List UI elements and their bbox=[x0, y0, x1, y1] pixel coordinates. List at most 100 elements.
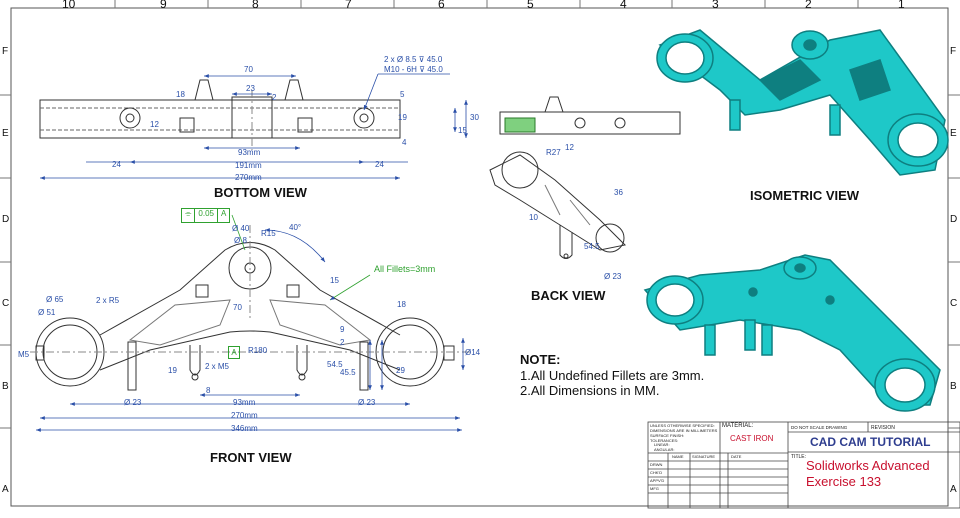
dim-dia40: Ø 40 bbox=[232, 224, 250, 233]
zone-number: 1 bbox=[898, 0, 905, 11]
tb-material-label: MATERIAL: bbox=[722, 423, 754, 429]
tb-tolerances: TOLERANCES: bbox=[650, 438, 679, 443]
sheet-frame bbox=[10, 7, 949, 507]
tb-do-not-scale: DO NOT SCALE DRAWING bbox=[791, 425, 848, 430]
datum-a-box: A bbox=[228, 346, 240, 359]
dim-54-5: 54.5 bbox=[327, 360, 343, 369]
dim-18: 18 bbox=[176, 90, 185, 99]
isometric-model-top bbox=[656, 29, 949, 176]
zone-letter: D bbox=[950, 214, 958, 225]
zone-letter: E bbox=[2, 128, 9, 139]
dim-19: 19 bbox=[398, 113, 407, 122]
dim-5: 5 bbox=[400, 90, 405, 99]
thread-callout: M10 - 6H ⊽ 45.0 bbox=[384, 65, 443, 74]
dim-24-right: 24 bbox=[375, 160, 384, 169]
dim-19: 19 bbox=[168, 366, 177, 375]
zone-number: 8 bbox=[252, 0, 259, 11]
front-view-dimensions bbox=[36, 214, 465, 432]
zone-number: 7 bbox=[345, 0, 352, 11]
dim-30: 30 bbox=[470, 113, 479, 122]
dim-r180: R180 bbox=[248, 346, 268, 355]
dim-70: 70 bbox=[244, 65, 253, 74]
bottom-view-label: BOTTOM VIEW bbox=[214, 185, 307, 200]
dim-8: 8 bbox=[206, 386, 211, 395]
dim-54-5: 54.5 bbox=[584, 242, 600, 251]
zone-number: 3 bbox=[712, 0, 719, 11]
dim-270: 270mm bbox=[231, 411, 258, 420]
note-title: NOTE: bbox=[520, 352, 561, 367]
dim-12: 12 bbox=[565, 143, 574, 152]
flatness-value: 0.05 bbox=[195, 209, 218, 222]
zone-letter: F bbox=[2, 46, 9, 57]
tb-dims-in: DIMENSIONS ARE IN MILLIMETERS bbox=[650, 428, 718, 433]
dim-12: 12 bbox=[150, 120, 159, 129]
zone-letter: F bbox=[950, 46, 957, 57]
dim-r15: R15 bbox=[261, 229, 276, 238]
dim-270: 270mm bbox=[235, 173, 262, 182]
zone-letter: A bbox=[2, 484, 9, 495]
zone-letter: B bbox=[2, 381, 9, 392]
tb-col-signature: SIGNATURE bbox=[692, 454, 716, 459]
tb-unless: UNLESS OTHERWISE SPECIFIED: bbox=[650, 423, 715, 428]
zone-number: 2 bbox=[805, 0, 812, 11]
dim-93: 93mm bbox=[233, 398, 256, 407]
brand-logo-text: CAD CAM TUTORIAL bbox=[810, 435, 931, 449]
dim-angle40: 40° bbox=[289, 223, 302, 232]
dim-2xm5: 2 x M5 bbox=[205, 362, 230, 371]
zone-number: 5 bbox=[527, 0, 534, 11]
zone-letter: E bbox=[950, 128, 957, 139]
dim-2xr5: 2 x R5 bbox=[96, 296, 120, 305]
zone-number: 9 bbox=[160, 0, 167, 11]
dim-70: 70 bbox=[233, 303, 242, 312]
dim-dia23: Ø 23 bbox=[604, 272, 622, 281]
section-view-drawing bbox=[499, 96, 681, 135]
tb-row-chkd: CHK'D bbox=[650, 470, 663, 475]
zone-letter: A bbox=[950, 484, 957, 495]
flatness-datum: A bbox=[220, 209, 227, 218]
title-block-frame bbox=[647, 421, 960, 509]
note-line-2: 2.All Dimensions in MM. bbox=[520, 383, 660, 398]
zone-letter: C bbox=[950, 298, 958, 309]
zone-number: 4 bbox=[620, 0, 627, 11]
flatness-tolerance-frame: ⌯ 0.05 A bbox=[181, 208, 231, 223]
dim-18: 18 bbox=[397, 300, 406, 309]
note-line-1: 1.All Undefined Fillets are 3mm. bbox=[520, 368, 705, 383]
tb-angular: ANGULAR: bbox=[654, 447, 675, 452]
tb-title-line-1: Solidworks Advanced bbox=[806, 458, 930, 473]
dim-36: 36 bbox=[614, 188, 623, 197]
back-view-drawing bbox=[489, 151, 627, 259]
bottom-view-drawing bbox=[39, 79, 401, 150]
isometric-view-label: ISOMETRIC VIEW bbox=[750, 188, 860, 203]
tb-row-mfg: MFG bbox=[650, 486, 659, 491]
tb-material-value: CAST IRON bbox=[730, 434, 774, 443]
dim-dia23-right: Ø 23 bbox=[358, 398, 376, 407]
tb-col-name: NAME bbox=[672, 454, 684, 459]
zone-letter: D bbox=[2, 214, 10, 225]
dim-15: 15 bbox=[458, 126, 467, 135]
fillets-callout: All Fillets=3mm bbox=[374, 264, 436, 274]
dim-29: 29 bbox=[396, 366, 405, 375]
dim-23: 23 bbox=[246, 84, 255, 93]
dim-2: 2 bbox=[340, 338, 345, 347]
zone-number: 10 bbox=[62, 0, 76, 11]
dim-dia23-left: Ø 23 bbox=[124, 398, 142, 407]
dim-dia8: Ø 8 bbox=[234, 236, 247, 245]
tb-surface: SURFACE FINISH: bbox=[650, 433, 685, 438]
flatness-symbol: ⌯ bbox=[182, 209, 196, 222]
tb-revision: REVISION bbox=[871, 425, 895, 431]
dim-191: 191mm bbox=[235, 161, 262, 170]
tb-row-drwn: DRWN bbox=[650, 462, 663, 467]
dim-r27: R27 bbox=[546, 148, 561, 157]
tb-title-line-2: Exercise 133 bbox=[806, 474, 882, 489]
zone-letter: C bbox=[2, 298, 10, 309]
zone-number: 6 bbox=[438, 0, 445, 11]
zone-letter: B bbox=[950, 381, 957, 392]
dim-10: 10 bbox=[529, 213, 538, 222]
dim-dia14: Ø14 bbox=[465, 348, 481, 357]
dim-dia65: Ø 65 bbox=[46, 295, 64, 304]
bottom-view-dimensions bbox=[40, 73, 468, 180]
dim-9: 9 bbox=[340, 325, 345, 334]
zone-ticks bbox=[0, 0, 960, 429]
